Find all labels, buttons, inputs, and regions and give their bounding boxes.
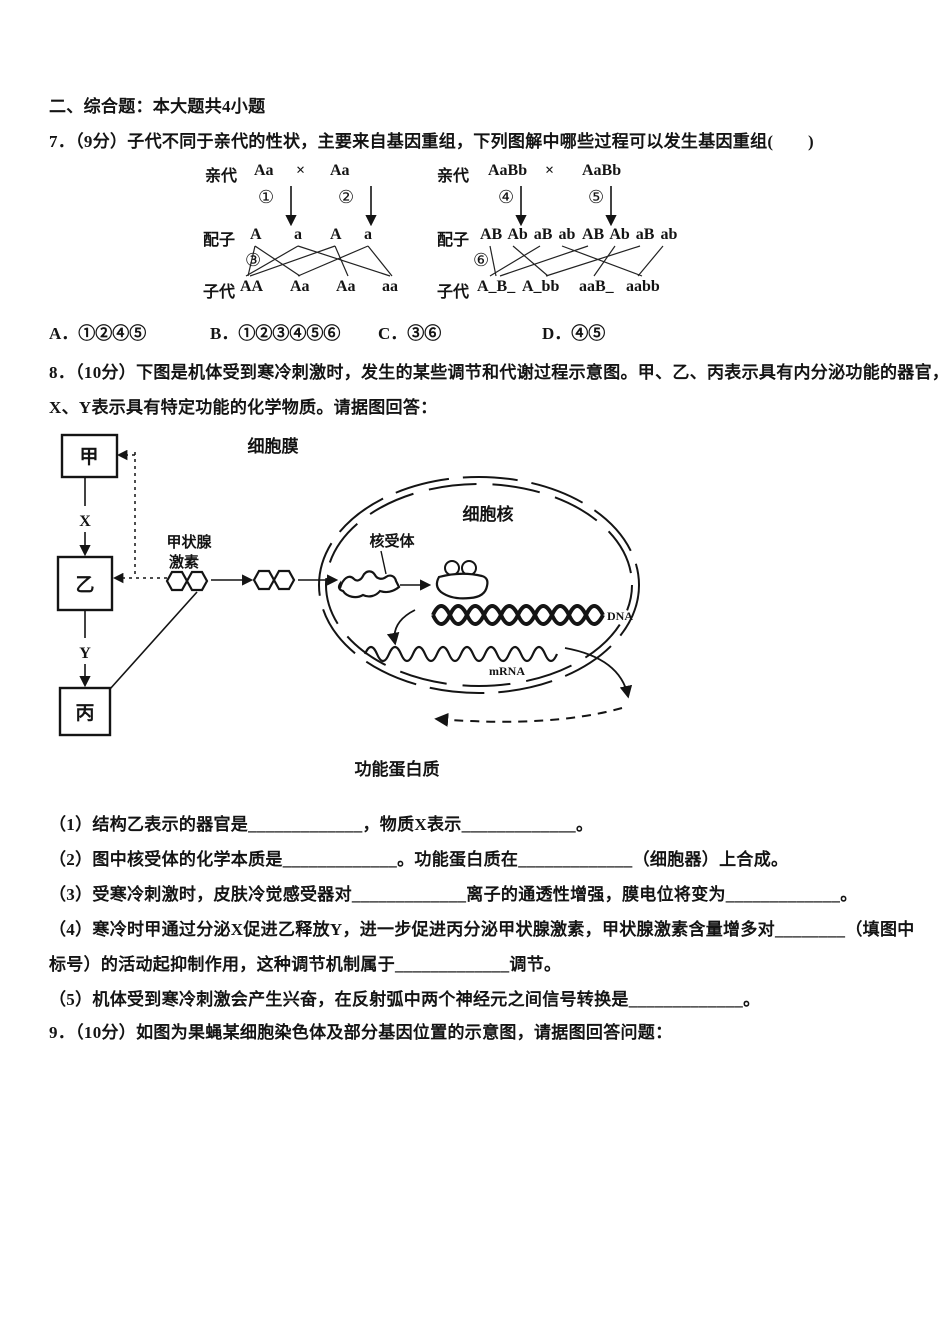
q7-left-parent-label: 亲代 [205,168,238,185]
q7-circle-3: ③ [245,250,262,270]
q7-left-offspring-label: 子代 [203,284,236,301]
transcription-arrow [386,609,416,646]
q7-left-gamete-3: A [330,226,342,243]
organ-box-yi-label: 乙 [75,575,94,596]
nuclear-receptor-label: 核受体 [369,532,415,550]
mrna-export-curve [564,647,633,699]
q7-option-a: A．①②④⑤ [49,324,147,343]
q7-left-offspring-3: Aa [336,278,356,295]
q7-left-cross-lines [245,245,393,277]
q7-stem: 7．（9分）子代不同于亲代的性状，主要来自基因重组，下列图解中哪些过程可以发生基… [49,132,814,151]
q7-option-b: B．①②③④⑤⑥ [210,324,341,343]
hormone-molecule-pair-2 [252,569,296,591]
q7-right-cross-lines [489,245,664,277]
q7-right-parent1: AaBb [488,162,528,179]
organ-box-bing [58,686,112,737]
section-header: 二、综合题：本大题共4小题 [49,97,266,116]
q7-left-parent2: Aa [330,162,350,179]
nuclear-receptor-shape [337,570,401,599]
thyroid-hormone-label-2: 激素 [169,553,199,571]
q7-right-parent2: AaBb [582,162,622,179]
q7-right-offspring-label: 子代 [437,284,470,301]
hormone-molecule-pair-1 [165,570,209,592]
hormone-receptor-complex [435,560,489,600]
q8-sub2: （2）图中核受体的化学本质是_____________。功能蛋白质在______… [49,850,789,869]
q8-sub1: （1）结构乙表示的器官是_____________，物质X表示_________… [49,815,594,834]
substance-x-label: X [79,513,91,530]
q7-option-d: D．④⑤ [542,324,606,343]
organ-box-bing-label: 丙 [75,703,94,724]
q7-left-offspring-4: aa [382,278,398,295]
nuclear-envelope [318,476,640,694]
receptor-pointer-line [380,550,387,575]
q7-circle-5: ⑤ [588,187,605,207]
q7-right-offspring-3: aaB_ [579,278,614,295]
q7-right-gamete-label: 配子 [437,232,470,249]
q7-circle-2: ② [338,187,355,207]
q8-sub5: （5）机体受到寒冷刺激会产生兴奋，在反射弧中两个神经元之间信号转换是______… [49,990,761,1009]
q7-circle-6: ⑥ [473,250,490,270]
dna-label: DNA [607,609,633,623]
bing-to-hormone-line [109,591,198,690]
mrna-label: mRNA [489,664,525,678]
q7-right-offspring-4: aabb [626,278,660,295]
thyroid-hormone-label-1: 甲状腺 [166,533,212,551]
q8-sub4-line1: （4）寒冷时甲通过分泌X促进乙释放Y，进一步促进丙分泌甲状腺激素，甲状腺激素含量… [49,920,915,939]
q8-stem-line2: X、Y表示具有特定功能的化学物质。请据图回答： [49,398,438,417]
substance-y-label: Y [79,645,91,662]
q7-right-offspring-2: A_bb [522,278,560,295]
q8-sub3: （3）受寒冷刺激时，皮肤冷觉感受器对_____________离子的通透性增强，… [49,885,858,904]
dna-helix [431,604,605,626]
q7-circle-4: ④ [498,187,515,207]
q7-cross-symbol-right: × [545,162,555,179]
q8-stem-line1: 8．（10分）下图是机体受到寒冷刺激时，发生的某些调节和代谢过程示意图。甲、乙、… [49,363,950,382]
nucleus-label: 细胞核 [463,504,514,524]
q7-option-c: C．③⑥ [378,324,442,343]
q7-right-offspring-1: A_B_ [477,278,516,295]
q7-genetics-diagram: 亲代 Aa × Aa ① ② 配子 A a A a ③ 子代 AA Aa Aa … [190,158,690,308]
q7-right-parent-label: 亲代 [437,168,470,185]
mrna-wave [363,645,559,663]
q7-left-offspring-2: Aa [290,278,310,295]
q7-circle-1: ① [258,187,275,207]
q7-left-gamete-1: A [250,226,262,243]
q7-left-offspring-1: AA [240,278,264,295]
organ-box-jia-label: 甲 [79,447,98,468]
cell-membrane-label: 细胞膜 [248,436,299,456]
q8-regulation-diagram: 甲 乙 丙 X Y 甲状腺 激素 [56,433,640,779]
q7-left-gamete-4: a [364,226,372,243]
q9-stem: 9．（10分）如图为果蝇某细胞染色体及部分基因位置的示意图，请据图回答问题： [49,1023,673,1042]
functional-protein-label: 功能蛋白质 [355,759,440,779]
q7-left-gamete-label: 配子 [203,232,236,249]
q7-left-parent1: Aa [254,162,274,179]
q7-diagram-lines [245,186,664,277]
translation-dashed-arrow [434,707,623,727]
q7-cross-symbol-left: × [296,162,306,179]
q8-sub4-line2: 标号）的活动起抑制作用，这种调节机制属于_____________调节。 [49,955,562,974]
q7-right-gametes-b: AB Ab aB ab [582,226,678,243]
q7-left-gamete-2: a [294,226,302,243]
feedback-dashed-lines [112,449,167,584]
q7-right-gametes-a: AB Ab aB ab [480,226,576,243]
